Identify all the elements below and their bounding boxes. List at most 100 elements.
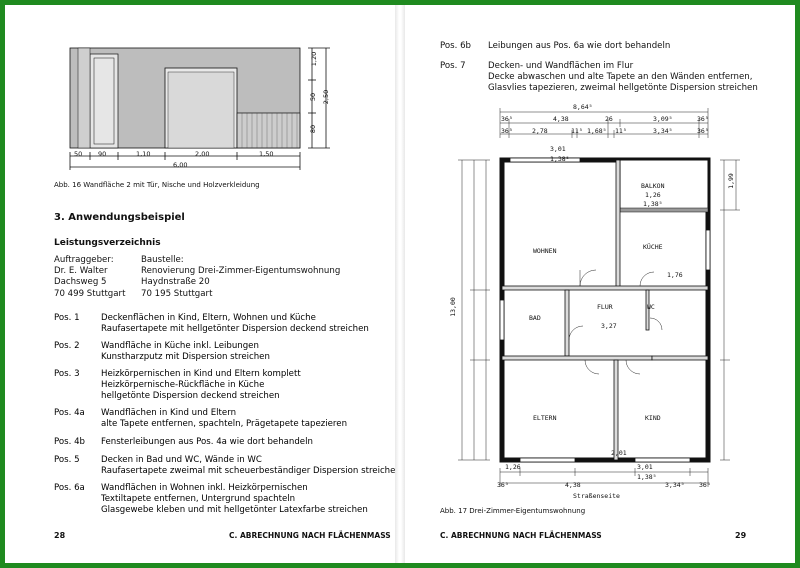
running-footer-left: C. ABRECHNUNG NACH FLÄCHENMASS	[229, 531, 391, 540]
site-label: Baustelle:	[141, 255, 184, 265]
pos-line: Heizkörpernische-Rückfläche in Küche	[101, 380, 265, 391]
plan-top-dim2: 3,34⁵	[653, 127, 673, 135]
street-side-label: Straßenseite	[573, 492, 620, 500]
pos-line: Textiltapete entfernen, Untergrund spach…	[101, 494, 296, 505]
pos-line: Wandfläche in Küche inkl. Leibungen	[101, 341, 259, 351]
client-label: Auftraggeber:	[54, 255, 114, 265]
pos-line: Decke abwaschen und alte Tapete an den W…	[488, 72, 753, 83]
room-label-eltern: ELTERN	[533, 414, 557, 422]
interior-dim: 1,76	[667, 271, 683, 279]
interior-dim: 3,01	[550, 145, 566, 153]
plan-top-dim: 3,09⁵	[653, 115, 673, 123]
site-city: 70 195 Stuttgart	[141, 288, 213, 299]
pos-label: Pos. 3	[54, 369, 80, 379]
plan-bottom-dim: 3,01	[637, 463, 653, 471]
figure-16-caption: Abb. 16 Wandfläche 2 mit Tür, Nische und…	[54, 181, 260, 189]
dim-bottom-5: 1,50	[259, 150, 274, 158]
page-number-right: 29	[735, 531, 747, 540]
dim-bottom-4: 2,00	[195, 150, 210, 158]
room-label-flur: FLUR	[597, 303, 613, 311]
page-number-left: 28	[54, 531, 66, 540]
dim-bottom-3: 1,10	[136, 150, 151, 158]
interior-dim: 3,27	[601, 322, 617, 330]
interior-dim: 1,38⁵	[550, 155, 570, 163]
plan-top-dim: 4,38	[553, 115, 569, 123]
pos-label: Pos. 2	[54, 341, 80, 351]
pos-line: Heizkörpernischen in Kind und Eltern kom…	[101, 369, 301, 379]
section-heading: 3. Anwendungsbeispiel	[54, 212, 185, 223]
pos-line: Wandflächen in Wohnen inkl. Heizkörperni…	[101, 483, 308, 493]
room-label-kind: KIND	[645, 414, 661, 422]
pos-text: Wandfläche in Küche inkl. Leibungen Kuns…	[101, 341, 270, 363]
pos-line: Raufasertapete mit hellgetönter Dispersi…	[101, 324, 369, 335]
client-city: 70 499 Stuttgart	[54, 288, 126, 299]
pos-text: Decken in Bad und WC, Wände in WC Raufas…	[101, 455, 401, 477]
room-label-kueche: KÜCHE	[643, 243, 663, 251]
plan-bottom-dim: 36⁵	[699, 481, 711, 489]
plan-bottom-dim: 3,34⁵	[665, 481, 685, 489]
plan-top-dim2: 36⁵	[697, 127, 709, 135]
plan-left-total: 13,00	[448, 297, 457, 317]
plan-top-dim2: 2,78	[532, 127, 548, 135]
right-page: Pos. 6b Leibungen aus Pos. 6a wie dort b…	[405, 5, 795, 563]
pos-line: Kunstharzputz mit Dispersion streichen	[101, 352, 270, 363]
pos-label: Pos. 4b	[54, 437, 85, 447]
wall-elevation-figure	[69, 47, 330, 170]
subheading: Leistungsverzeichnis	[54, 238, 161, 248]
client-street: Dachsweg 5	[54, 277, 107, 288]
pos-line: Glasgewebe kleben und mit hellgetönter L…	[101, 505, 368, 516]
plan-top-dim2: 36⁵	[501, 127, 513, 135]
pos-text: Heizkörpernischen in Kind und Eltern kom…	[101, 369, 301, 403]
pos-label: Pos. 6b	[440, 41, 471, 51]
interior-dim: 1,38⁵	[643, 200, 663, 208]
running-footer-right: C. ABRECHNUNG NACH FLÄCHENMASS	[440, 531, 602, 540]
plan-top-dim2: 11⁵	[571, 127, 583, 135]
plan-top-dim2: 11⁵	[615, 127, 627, 135]
client-info: Auftraggeber: Dr. E. Walter Dachsweg 5 7…	[54, 255, 125, 300]
dim-right-3: 80	[309, 124, 318, 134]
dim-right-2: 50	[309, 92, 318, 102]
interior-dim: 2,01	[611, 449, 627, 457]
pos-line: Fensterleibungen aus Pos. 4a wie dort be…	[101, 437, 313, 447]
pos-line: hellgetönte Dispersion deckend streichen	[101, 391, 280, 402]
figure-17-caption: Abb. 17 Drei-Zimmer-Eigentumswohnung	[440, 507, 586, 515]
dim-right-1: 1,20	[310, 51, 319, 67]
room-label-bad: BAD	[529, 314, 541, 322]
dim-total: 6,00	[173, 161, 188, 169]
pos-line: Wandflächen in Kind und Eltern	[101, 408, 237, 418]
floor-plan	[458, 108, 740, 487]
pos-text: Decken- und Wandflächen im Flur Decke ab…	[488, 61, 758, 95]
plan-top-dim: 26	[605, 115, 613, 123]
pos-line: Decken- und Wandflächen im Flur	[488, 61, 634, 71]
pos-text: Wandflächen in Kind und Eltern alte Tape…	[101, 408, 347, 430]
plan-bottom-dim: 4,38	[565, 481, 581, 489]
book-gutter	[395, 5, 405, 563]
site-info: Baustelle: Renovierung Drei-Zimmer-Eigen…	[141, 255, 340, 300]
dim-bottom-2: 90	[98, 150, 107, 158]
plan-top-dim2: 1,68⁵	[587, 127, 607, 135]
site-project: Renovierung Drei-Zimmer-Eigentumswohnung	[141, 266, 341, 277]
plan-top-total: 8,64⁵	[573, 103, 593, 111]
pos-text: Fensterleibungen aus Pos. 4a wie dort be…	[101, 437, 313, 448]
plan-right-total: 1,99	[726, 173, 735, 189]
plan-bottom-dim: 36⁵	[497, 481, 509, 489]
room-label-balkon: BALKON	[641, 182, 665, 190]
pos-line: Leibungen aus Pos. 6a wie dort behandeln	[488, 41, 671, 51]
pos-line: Deckenflächen in Kind, Eltern, Wohnen un…	[101, 313, 316, 323]
left-page: 50 90 1,10 2,00 1,50 6,00 1,20 50 80 2,5…	[5, 5, 401, 563]
site-street: Haydnstraße 20	[141, 277, 210, 288]
pos-line: Raufasertapete zweimal mit scheuerbestän…	[101, 466, 401, 477]
dim-bottom-1: 50	[74, 150, 83, 158]
pos-label: Pos. 1	[54, 313, 80, 323]
pos-text: Wandflächen in Wohnen inkl. Heizkörperni…	[101, 483, 368, 517]
pos-line: alte Tapete entfernen, spachteln, Präget…	[101, 419, 348, 430]
pos-label: Pos. 6a	[54, 483, 85, 493]
room-label-wohnen: WOHNEN	[533, 247, 557, 255]
dim-right-total: 2,50	[322, 89, 331, 105]
plan-bottom-dim: 1,38⁵	[637, 473, 657, 481]
plan-top-dim: 36⁵	[697, 115, 709, 123]
interior-dim: 1,26	[645, 191, 661, 199]
room-label-wc: WC	[647, 303, 655, 311]
pos-line: Glasvlies tapezieren, zweimal hellgetönt…	[488, 83, 758, 94]
pos-label: Pos. 7	[440, 61, 466, 71]
